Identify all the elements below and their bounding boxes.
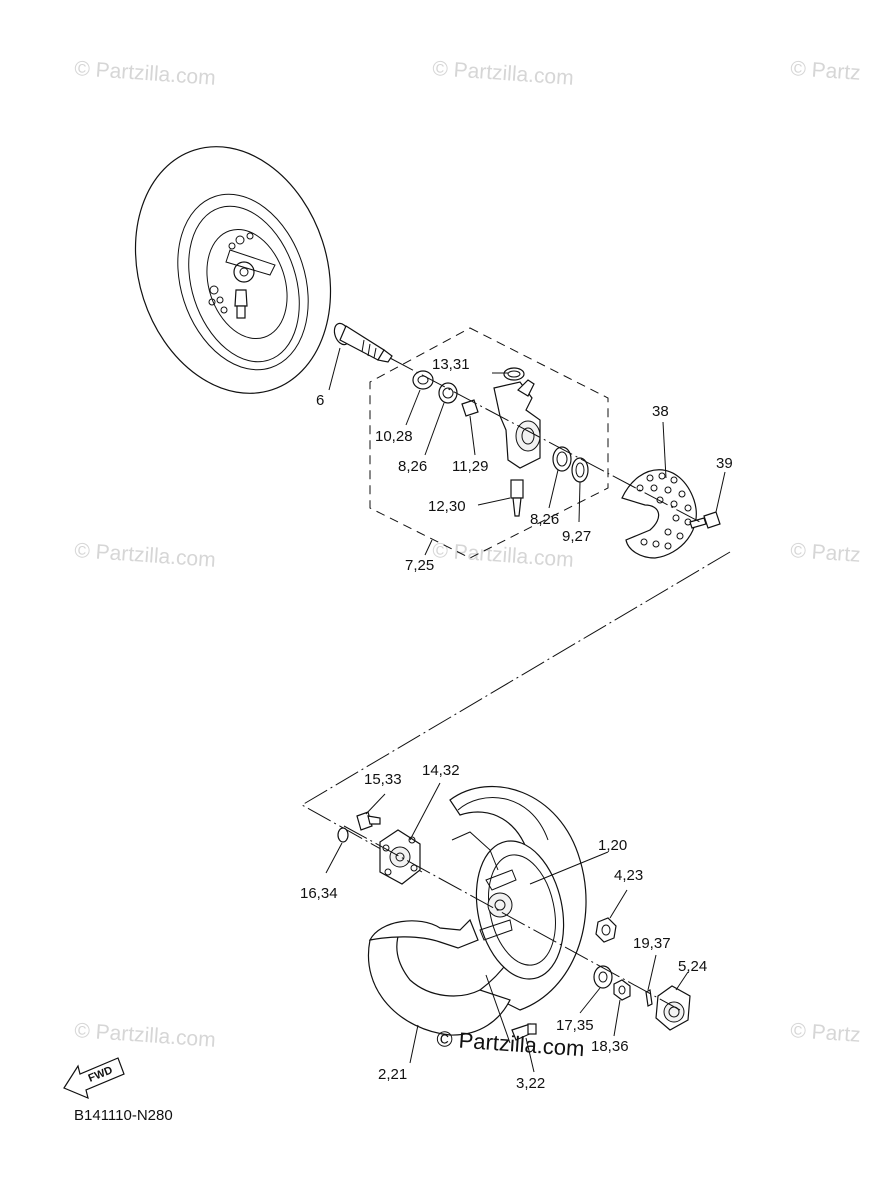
- brake-disc-part-38: [621, 469, 697, 559]
- valve-part-3-22: [511, 1023, 537, 1041]
- bolt-part-15-33: [356, 811, 381, 831]
- callout-8-26-a: 8,26: [398, 458, 427, 475]
- callout-38: 38: [652, 403, 669, 420]
- knuckle-assembly-boundary: [369, 327, 609, 559]
- callout-6: 6: [316, 392, 324, 409]
- bottom-leader-lines: [325, 782, 689, 1073]
- knuckle-assembly-parts: [412, 367, 589, 517]
- callout-1-20: 1,20: [598, 837, 627, 854]
- fwd-arrow-icon: FWD: [63, 1057, 125, 1100]
- watermark: © Partz: [790, 539, 862, 567]
- nut-part-18-36: [613, 979, 631, 1001]
- cap-part-5-24: [655, 985, 691, 1031]
- watermark: © Partzilla.com: [74, 57, 217, 90]
- callout-12-30: 12,30: [428, 498, 466, 515]
- callout-14-32: 14,32: [422, 762, 460, 779]
- watermark: © Partzilla.com: [74, 1019, 217, 1052]
- callout-labels: 6 13,31 10,28 8,26 11,29 38 39 12,30 8,2…: [300, 356, 733, 1092]
- watermark: © Partzilla.com: [432, 539, 575, 572]
- watermark: © Partz: [790, 57, 862, 85]
- callout-16-34: 16,34: [300, 885, 338, 902]
- upper-wheel-illustration: [134, 146, 332, 394]
- callout-4-23: 4,23: [614, 867, 643, 884]
- bolt-part-39: [689, 511, 721, 529]
- callout-11-29: 11,29: [452, 458, 488, 475]
- callout-10-28: 10,28: [375, 428, 413, 445]
- callout-9-27: 9,27: [562, 528, 591, 545]
- lower-wheel-illustration: [367, 785, 587, 1036]
- o-ring-part-16-34: [337, 827, 349, 843]
- axle-part-6: [333, 322, 393, 363]
- diagram-code: B141110-N280: [74, 1107, 173, 1124]
- watermark: © Partzilla.com: [432, 57, 575, 90]
- washer-part-17-35: [593, 965, 613, 989]
- callout-7-25: 7,25: [405, 557, 434, 574]
- callout-17-35: 17,35: [556, 1017, 594, 1034]
- callout-13-31: 13,31: [432, 356, 470, 373]
- callout-19-37: 19,37: [633, 935, 671, 952]
- hub-part-14-32: [379, 829, 421, 885]
- callout-5-24: 5,24: [678, 958, 707, 975]
- watermark: © Partz: [790, 1019, 862, 1047]
- callout-8-26-b: 8,26: [530, 511, 559, 528]
- callout-2-21: 2,21: [378, 1066, 407, 1083]
- nut-part-4-23: [595, 917, 617, 943]
- watermark: © Partzilla.com: [74, 539, 217, 572]
- top-leader-lines: [328, 347, 726, 556]
- callout-3-22: 3,22: [516, 1075, 545, 1092]
- callout-15-33: 15,33: [364, 771, 402, 788]
- callout-18-36: 18,36: [591, 1038, 629, 1055]
- callout-39: 39: [716, 455, 733, 472]
